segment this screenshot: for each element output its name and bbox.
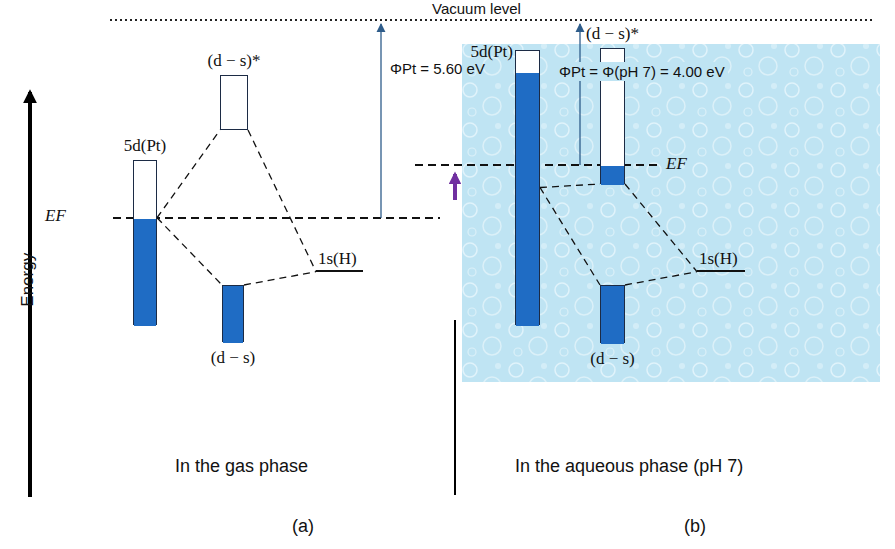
orbital-label: 1s(H) <box>316 250 359 270</box>
annotation: EF <box>45 206 66 226</box>
panel-divider <box>454 320 456 495</box>
orbital-label: 1s(H) <box>697 250 740 270</box>
annotation: In the aqueous phase (pH 7) <box>515 456 743 477</box>
water-panel <box>462 44 880 382</box>
orbital-level: 1s(H) <box>697 250 745 272</box>
work-function-arrow <box>579 24 580 165</box>
orbital-correlation-line <box>248 130 316 272</box>
orbital-correlation-line <box>244 272 316 285</box>
annotation: In the gas phase <box>175 456 308 477</box>
orbital-correlation-line <box>540 184 600 188</box>
work-function-arrow <box>380 24 381 218</box>
orbital-band: 5d(Pt) <box>133 160 157 325</box>
orbital-band: (d − s) <box>600 285 625 343</box>
orbital-label: 5d(Pt) <box>124 137 167 156</box>
orbital-label: (d − s) <box>211 349 256 368</box>
orbital-label: (d − s) <box>590 350 635 369</box>
occupied-fill <box>601 166 624 185</box>
annotation: EF <box>666 154 687 174</box>
orbital-label: 5d(Pt) <box>471 43 514 62</box>
orbital-label: (d − s)* <box>586 25 639 44</box>
annotation: (b) <box>684 516 706 537</box>
orbital-band: (d − s) <box>222 285 244 342</box>
fermi-level-line <box>113 217 440 219</box>
occupied-fill <box>601 286 624 344</box>
annotation: (a) <box>292 516 314 537</box>
vacuum-level-line <box>110 19 872 21</box>
orbital-level: 1s(H) <box>316 250 363 272</box>
occupied-fill <box>223 286 243 343</box>
annotation: ΦPt = 5.60 eV <box>390 60 485 77</box>
orbital-band: (d − s)* <box>220 75 248 130</box>
orbital-label: (d − s)* <box>207 52 260 71</box>
orbital-correlation-line <box>625 272 697 285</box>
orbital-correlation-line <box>157 218 222 285</box>
orbital-correlation-line <box>540 188 600 286</box>
orbital-correlation-line <box>625 184 697 272</box>
water-texture <box>462 44 880 382</box>
annotation: ΦPt = Φ(pH 7) = 4.00 eV <box>556 62 728 81</box>
fermi-shift-arrow <box>453 174 457 200</box>
orbital-correlation-line <box>157 130 220 218</box>
occupied-fill <box>134 219 156 326</box>
axis-label: Energy <box>18 240 38 320</box>
occupied-fill <box>516 73 539 326</box>
annotation: Vacuum level <box>432 0 521 17</box>
orbital-band: 5d(Pt) <box>515 50 540 325</box>
